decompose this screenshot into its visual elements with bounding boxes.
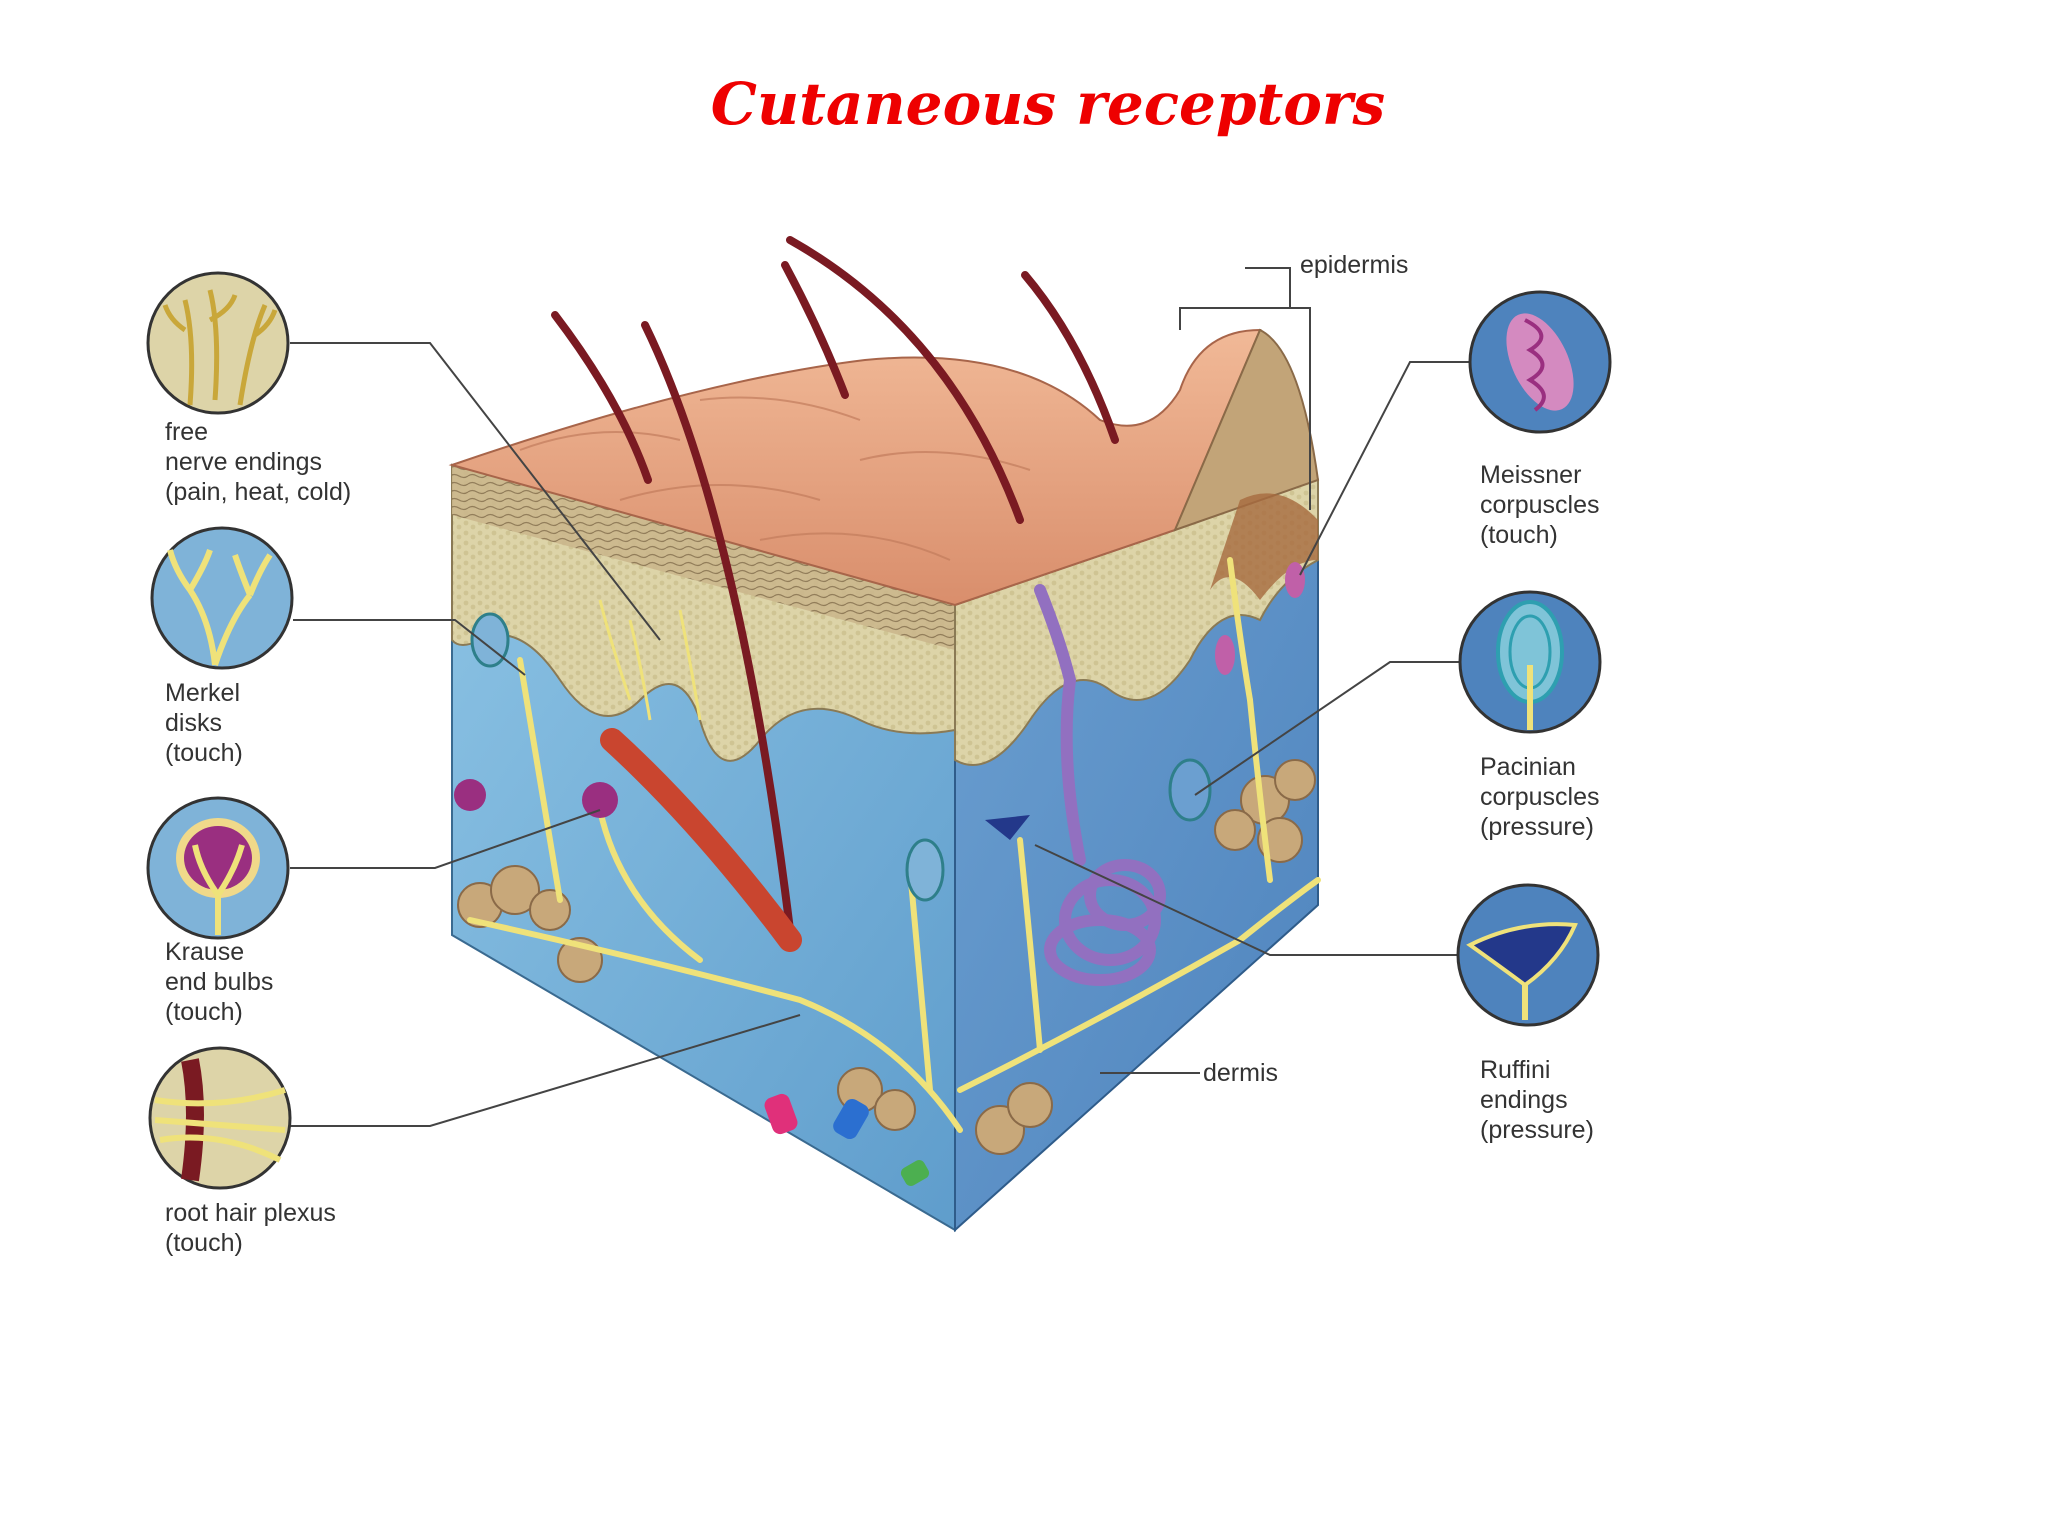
skin-block <box>448 236 1321 1233</box>
label-ruffini-endings: Ruffini endings (pressure) <box>1480 1056 1594 1144</box>
page-title: Cutaneous receptors <box>710 70 1386 138</box>
meissner-corpuscles-inset <box>1468 290 1612 434</box>
hairs <box>551 236 1119 934</box>
label-free-nerve-endings: free nerve endings (pain, heat, cold) <box>165 418 352 506</box>
label-krause-end-bulbs: Krause end bulbs (touch) <box>165 938 274 1026</box>
krause-end-bulbs-inset <box>146 796 290 940</box>
fat-lobules <box>457 759 1316 1155</box>
pacinian-corpuscles-inset <box>1458 590 1602 734</box>
sweat-gland <box>1034 584 1166 986</box>
root-hair-plexus-inset <box>148 1046 292 1190</box>
label-meissner-corpuscles: Meissner corpuscles (touch) <box>1480 461 1600 549</box>
hair-follicle <box>600 728 802 952</box>
merkel-disks-inset <box>150 526 294 670</box>
label-epidermis: epidermis <box>1300 251 1409 279</box>
label-dermis: dermis <box>1203 1059 1279 1087</box>
label-merkel-disks: Merkel disks (touch) <box>165 679 243 767</box>
ruffini-endings-inset <box>1456 883 1600 1027</box>
skin-surface <box>448 328 1262 607</box>
free-nerve-endings-inset <box>146 271 290 415</box>
nerve-fibers <box>467 557 1321 1133</box>
label-pacinian-corpuscles: Pacinian corpuscles (pressure) <box>1480 753 1600 841</box>
leader-lines <box>290 267 1470 1127</box>
label-root-hair-plexus: root hair plexus (touch) <box>165 1199 336 1257</box>
